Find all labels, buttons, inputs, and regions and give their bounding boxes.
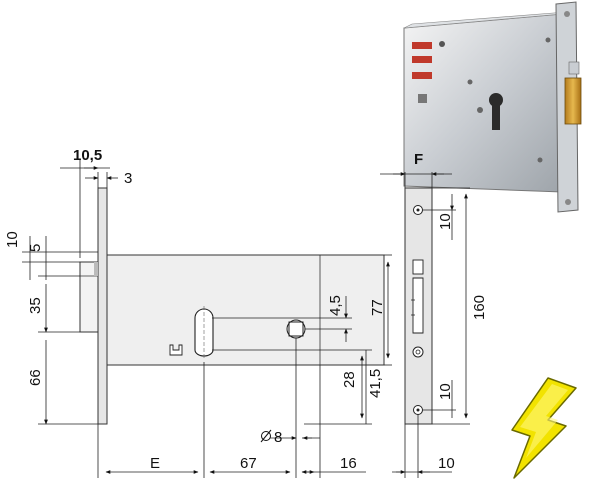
side-view-dimensions (380, 172, 470, 478)
mortise-lock-photo (403, 1, 582, 213)
dim-lower-height: 66 (27, 369, 44, 386)
dim-case-height: 77 (369, 299, 386, 316)
dim-right-margin: 16 (340, 455, 357, 472)
lightning-bolt-icon (511, 377, 577, 479)
dim-faceplate-thickness: 3 (124, 170, 132, 187)
dim-bolt-span: 35 (27, 297, 44, 314)
dim-faceplate-side: 10 (438, 455, 455, 472)
dim-bolt-height: 5 (27, 244, 44, 252)
dim-spindle-height: 28 (341, 371, 358, 388)
dim-screw-bottom: 10 (437, 383, 454, 400)
faceplate-side-view (404, 187, 433, 425)
dim-cylinder-offset: 4,5 (327, 295, 344, 316)
dim-square-spindle: 8 (274, 429, 282, 446)
dim-bolt-offset-top: 10 (4, 231, 21, 248)
dim-top-width: 10,5 (73, 147, 102, 164)
front-view-dimensions (22, 160, 392, 478)
diameter-icon (260, 429, 272, 443)
dim-backset: E (150, 455, 160, 472)
dim-cylinder-distance: 67 (240, 455, 257, 472)
dim-faceplate-width: F (414, 151, 423, 168)
dim-faceplate-length: 160 (471, 295, 488, 320)
lock-front-view (79, 187, 385, 425)
dim-cylinder-bottom: 41,5 (367, 369, 384, 398)
dim-screw-top: 10 (437, 213, 454, 230)
